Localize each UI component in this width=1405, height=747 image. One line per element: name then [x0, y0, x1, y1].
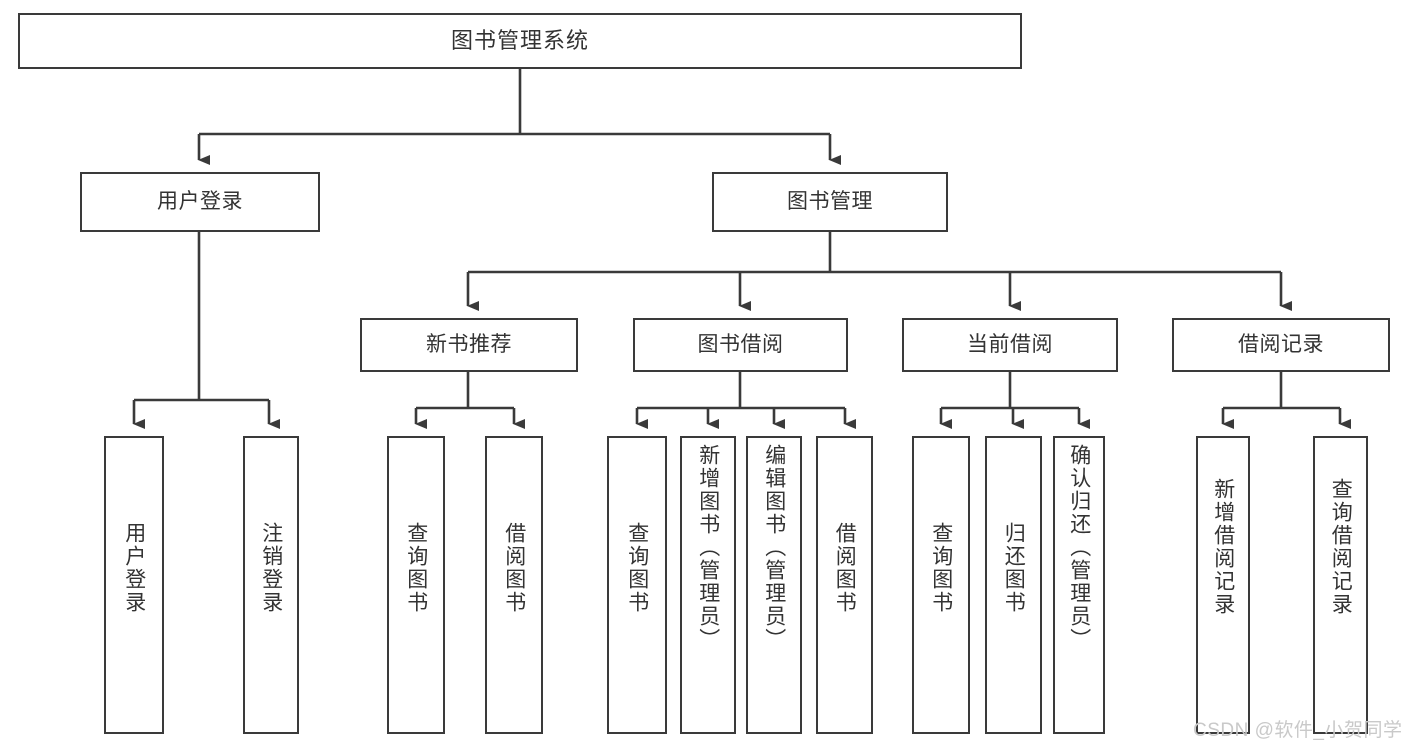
node-label: 借阅记录 — [1238, 333, 1324, 357]
node-label: 查询图书 — [404, 522, 428, 614]
node-book-manage[interactable]: 图书管理 — [712, 172, 948, 232]
node-new-book-rec[interactable]: 新书推荐 — [360, 318, 578, 372]
node-leaf-confirm-return[interactable]: 确认归还（管理员） — [1053, 436, 1105, 734]
node-label: 查询借阅记录 — [1329, 478, 1353, 616]
node-label: 图书管理 — [787, 190, 873, 214]
node-leaf-user-login[interactable]: 用户登录 — [104, 436, 164, 734]
node-label: 用户登录 — [122, 522, 146, 614]
node-label: 编辑图书（管理员） — [762, 444, 786, 651]
node-leaf-add-record[interactable]: 新增借阅记录 — [1196, 436, 1250, 734]
node-leaf-borrow-book-1[interactable]: 借阅图书 — [485, 436, 543, 734]
node-label: 查询图书 — [929, 522, 953, 614]
node-leaf-query-record[interactable]: 查询借阅记录 — [1313, 436, 1368, 734]
node-leaf-logout[interactable]: 注销登录 — [243, 436, 299, 734]
node-label: 图书借阅 — [697, 333, 784, 357]
node-label: 确认归还（管理员） — [1067, 444, 1091, 651]
node-borrow-record[interactable]: 借阅记录 — [1172, 318, 1390, 372]
node-label: 用户登录 — [157, 190, 243, 214]
node-leaf-query-book-1[interactable]: 查询图书 — [387, 436, 445, 734]
node-label: 当前借阅 — [967, 333, 1053, 357]
node-label: 图书管理系统 — [450, 27, 589, 53]
node-leaf-edit-book[interactable]: 编辑图书（管理员） — [746, 436, 802, 734]
node-user-login[interactable]: 用户登录 — [80, 172, 320, 232]
node-label: 新书推荐 — [426, 333, 512, 357]
node-label: 借阅图书 — [833, 522, 857, 614]
node-root-system[interactable]: 图书管理系统 — [18, 13, 1022, 69]
node-current-borrow[interactable]: 当前借阅 — [902, 318, 1118, 372]
node-book-borrow[interactable]: 图书借阅 — [633, 318, 848, 372]
node-leaf-borrow-book-2[interactable]: 借阅图书 — [816, 436, 873, 734]
node-label: 查询图书 — [625, 522, 649, 614]
node-label: 新增借阅记录 — [1211, 478, 1235, 616]
node-leaf-query-book-2[interactable]: 查询图书 — [607, 436, 667, 734]
node-label: 新增图书（管理员） — [696, 444, 720, 651]
node-label: 借阅图书 — [502, 522, 526, 614]
node-leaf-add-book[interactable]: 新增图书（管理员） — [680, 436, 736, 734]
node-leaf-return-book[interactable]: 归还图书 — [985, 436, 1042, 734]
node-label: 归还图书 — [1002, 522, 1026, 614]
node-leaf-query-book-3[interactable]: 查询图书 — [912, 436, 970, 734]
node-label: 注销登录 — [259, 522, 283, 614]
